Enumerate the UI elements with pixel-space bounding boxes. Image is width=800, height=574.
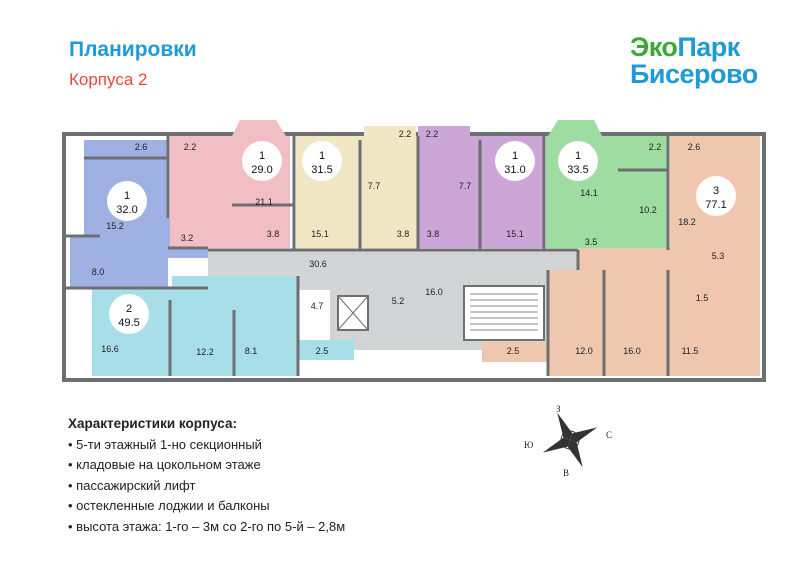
area-circle-c: 1 31.5: [302, 141, 342, 181]
apartment-f: [482, 136, 760, 376]
room-area: 14.1: [580, 188, 598, 198]
room-area: 12.0: [575, 346, 593, 356]
staircase: [463, 285, 545, 341]
room-area: 18.2: [678, 217, 696, 227]
room: [548, 270, 760, 376]
circle-area: 31.0: [504, 164, 525, 176]
room-area: 3.8: [267, 229, 280, 239]
circle-rooms: 3: [713, 185, 719, 197]
room-area: 1.5: [696, 293, 709, 303]
page-title: Планировки: [69, 38, 197, 61]
room-area: 8.0: [92, 267, 105, 277]
spec-item: кладовые на цокольном этаже: [68, 455, 345, 476]
logo-part-park: Парк: [677, 32, 740, 62]
room-area: 3.5: [585, 237, 598, 247]
room-area: 2.2: [426, 129, 439, 139]
room-area: 15.2: [106, 221, 124, 231]
room-area: 30.6: [309, 259, 327, 269]
compass-needle: [570, 427, 598, 443]
compass-needle: [567, 440, 583, 468]
circle-rooms: 1: [512, 150, 518, 162]
room-area: 16.0: [425, 287, 443, 297]
bay-window: [548, 120, 602, 136]
compass-needle: [557, 412, 573, 440]
interior-walls: [66, 136, 670, 376]
elevator-cross: [337, 295, 369, 331]
room-area: 8.1: [245, 346, 258, 356]
room-area: 2.2: [649, 142, 662, 152]
room-area: 16.6: [101, 344, 119, 354]
floor-plan: 1 32.0 1 29.0 1 31.5 1 31.0 1 33.5 3 77.…: [62, 120, 766, 382]
room-area: 2.2: [399, 129, 412, 139]
room-area: 4.7: [311, 301, 324, 311]
circle-rooms: 2: [126, 303, 132, 315]
balcony: [296, 340, 354, 360]
stair-well: [463, 285, 545, 341]
circle-area: 77.1: [705, 199, 726, 211]
compass-ring: [560, 430, 580, 450]
brand-logo: ЭкоПарк Бисерово: [630, 34, 758, 88]
room-area: 12.2: [196, 347, 214, 357]
room-area: 11.5: [682, 346, 699, 356]
room-area: 2.6: [688, 142, 701, 152]
room-area: 15.1: [311, 229, 329, 239]
page-subtitle: Корпуса 2: [69, 70, 148, 89]
balcony: [482, 342, 548, 362]
room-area: 15.1: [506, 229, 524, 239]
spec-item: высота этажа: 1-го – 3м со 2-го по 5-й –…: [68, 517, 345, 538]
apartment-e: [546, 120, 668, 248]
circle-rooms: 1: [124, 190, 130, 202]
spec-item: пассажирский лифт: [68, 476, 345, 497]
room-area: 2.5: [507, 346, 520, 356]
circle-area: 29.0: [251, 164, 272, 176]
circle-area: 31.5: [311, 164, 332, 176]
area-circle-f: 3 77.1: [696, 176, 736, 216]
compass-rose-icon: С Ю В З: [524, 404, 612, 478]
room-area: 2.6: [135, 142, 148, 152]
area-circle-e: 1 33.5: [558, 141, 598, 181]
bay-window: [232, 120, 286, 136]
room-area: 3.2: [181, 233, 194, 243]
circle-rooms: 1: [575, 150, 581, 162]
room-area: 3.8: [427, 229, 440, 239]
room: [70, 236, 100, 288]
circle-area: 32.0: [116, 204, 137, 216]
balcony: [364, 126, 416, 140]
logo-part-eco: Эко: [630, 32, 678, 62]
circle-area: 33.5: [567, 164, 588, 176]
compass-needle: [542, 437, 570, 453]
logo-part-biserovo: Бисерово: [630, 59, 758, 89]
room-area: 7.7: [368, 181, 381, 191]
area-circle-g: 2 49.5: [109, 294, 149, 334]
building-specs: Характеристики корпуса: 5-ти этажный 1-н…: [68, 414, 345, 537]
balcony: [84, 140, 168, 158]
room-area: 10.2: [639, 205, 657, 215]
room-area: 2.2: [184, 142, 197, 152]
compass-label-west: З: [556, 404, 561, 414]
room-area: 2.5: [316, 346, 329, 356]
area-circle-d: 1 31.0: [495, 141, 535, 181]
balcony: [418, 126, 470, 140]
spec-item: 5-ти этажный 1-но секционный: [68, 435, 345, 456]
area-circle-b: 1 29.0: [242, 141, 282, 181]
compass-label-east: В: [563, 468, 569, 478]
specs-heading: Характеристики корпуса:: [68, 416, 237, 431]
circle-area: 49.5: [118, 317, 139, 329]
circle-rooms: 1: [319, 150, 325, 162]
room-area: 3.8: [397, 229, 410, 239]
room-area: 5.2: [392, 296, 405, 306]
area-circle-a: 1 32.0: [107, 181, 147, 221]
room-area: 5.3: [712, 251, 725, 261]
compass-label-south: Ю: [524, 440, 533, 450]
compass-label-north: С: [606, 430, 612, 440]
spec-item: остекленные лоджии и балконы: [68, 496, 345, 517]
room-area: 21.1: [255, 197, 273, 207]
room-area: 16.0: [623, 346, 641, 356]
apartment-a: [70, 140, 208, 288]
circle-rooms: 1: [259, 150, 265, 162]
room-area: 7.7: [459, 181, 472, 191]
